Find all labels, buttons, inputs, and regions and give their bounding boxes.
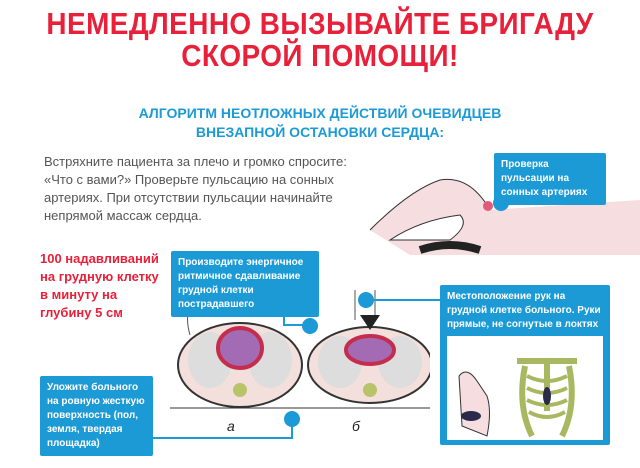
compress-marker [302,318,318,334]
title-line-1: НЕМЕДЛЕННО ВЫЗЫВАЙТЕ БРИГАДУ [46,6,594,41]
figure-label-b: б [352,418,360,434]
chest-cross-section-illustration [170,290,430,409]
hands-marker [358,292,374,308]
hands-callout-text: Местоположение рук на грудной клетке бол… [447,291,601,330]
subtitle-line-2: ВНЕЗАПНОЙ ОСТАНОВКИ СЕРДЦА: [195,124,445,140]
hands-callout: Местоположение рук на грудной клетке бол… [440,285,610,445]
pulse-check-illustration [369,178,640,255]
surface-callout: Уложите больного на ровную жесткую повер… [40,376,153,456]
compressions-text: 100 надавливаний на грудную клетку в мин… [40,251,159,320]
intro-text: Встряхните пациента за плечо и громко сп… [44,154,347,223]
subtitle-line-1: АЛГОРИТМ НЕОТЛОЖНЫХ ДЕЙСТВИЙ ОЧЕВИДЦЕВ [138,105,502,121]
pulse-marker [493,195,509,211]
compress-callout: Производите энергичное ритмичное сдавлив… [171,251,319,317]
figure-label-a: а [227,418,235,434]
rib-cage-hand-illustration [447,336,603,440]
title-line-2: СКОРОЙ ПОМОЩИ! [181,38,459,73]
pulse-callout: Проверка пульсации на сонных артериях [494,153,606,205]
surface-marker [284,411,300,427]
